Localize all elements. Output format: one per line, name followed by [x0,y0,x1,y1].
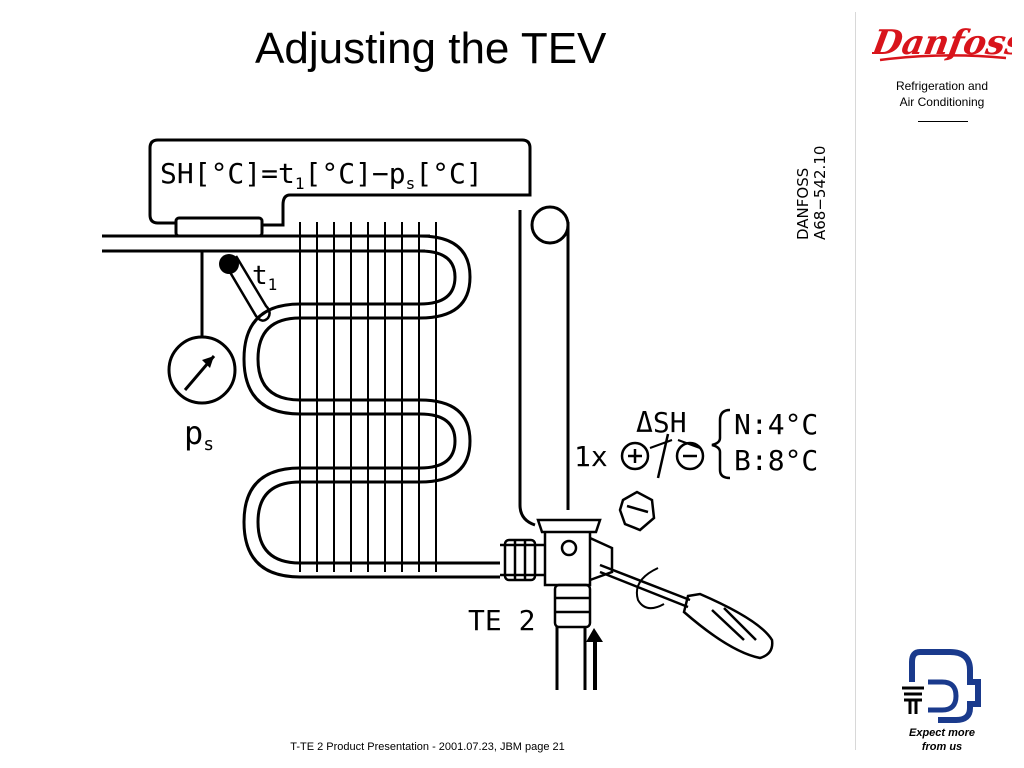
delta-sh-label: ΔSH [636,406,687,439]
thermometer-bulb [219,254,239,274]
evaporator-coil-inner [242,249,500,579]
svg-text:SH[°C]=t1[°C]−ps[°C]: SH[°C]=t1[°C]−ps[°C] [160,157,483,193]
evaporator-coil-outer [256,234,500,565]
corporate-mark-icon [902,649,981,723]
protective-cap [618,490,656,532]
evaporator-fins [299,222,437,572]
tev-diagram: SH[°C]=t1[°C]−ps[°C] t1 ps ΔSH 1x N:4°C … [102,138,829,690]
formula-sub2: s [406,174,416,193]
brand-subtitle: Refrigeration and Air Conditioning [862,78,1022,110]
plus-icon [620,441,650,471]
equalizer-tube [518,210,536,527]
formula-part3: [°C] [415,157,482,190]
pressure-gauge [167,335,237,405]
t1-label: t1 [252,261,277,294]
capillary-tube [148,138,532,227]
brand-underline [918,121,968,122]
screwdriver [599,563,774,660]
ref-line2: A68−542.10 [811,146,829,240]
valve-label: TE 2 [468,604,535,637]
slide-title: Adjusting the TEV [255,24,607,73]
brand-subtitle-line2: Air Conditioning [899,95,985,109]
bend-circle [530,205,570,245]
slash-divider [656,433,670,479]
brand-tagline: Expect more from us [882,726,1002,754]
formula-sh: SH [160,157,194,190]
formula-part1: [°C]=t [194,157,295,190]
gauge-needle-tip [202,356,214,368]
sensing-bulb [174,216,264,238]
formula-part2: [°C]−p [305,157,406,190]
thermometer [222,255,271,322]
tagline-line2: from us [921,741,963,753]
minus-icon [675,441,705,471]
formula-sub1: 1 [295,174,305,193]
normal-setting: N:4°C [734,408,818,441]
ref-line1: DANFOSS [794,168,812,240]
rotation-arrow [636,567,665,610]
slide-footer: T-TE 2 Product Presentation - 2001.07.23… [290,741,565,753]
expansion-valve [500,518,614,629]
flow-arrow [586,628,603,690]
settings-brace [711,408,731,480]
brand-subtitle-line1: Refrigeration and [895,79,989,93]
turns-label: 1x [574,440,608,473]
ps-label: ps [184,414,214,455]
danfoss-logo: Danfoss [872,23,1012,63]
tagline-line1: Expect more [908,727,976,739]
brine-setting: B:8°C [734,444,818,477]
sidebar-divider [855,12,856,750]
